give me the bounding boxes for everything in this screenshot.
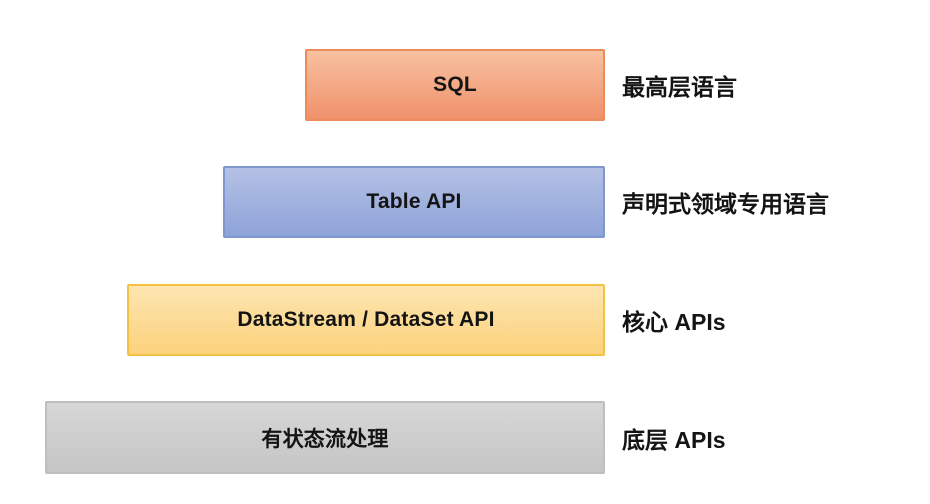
side-label-declarative-dsl: 声明式领域专用语言: [622, 191, 829, 217]
layer-box-datastream-dataset-api-label: DataStream / DataSet API: [237, 308, 495, 331]
layer-box-table-api-label: Table API: [366, 190, 462, 213]
layer-box-table-api: Table API: [223, 166, 605, 238]
layer-box-datastream-dataset-api: DataStream / DataSet API: [127, 284, 605, 356]
side-label-highest-level-language: 最高层语言: [622, 74, 737, 100]
layer-box-stateful-stream-processing-label: 有状态流处理: [261, 427, 389, 451]
layer-box-sql: SQL: [305, 49, 605, 121]
layer-box-sql-label: SQL: [433, 73, 477, 96]
layer-box-stateful-stream-processing: 有状态流处理: [45, 401, 605, 474]
side-label-low-level-apis: 底层 APIs: [622, 426, 726, 453]
side-label-core-apis: 核心 APIs: [622, 309, 726, 335]
